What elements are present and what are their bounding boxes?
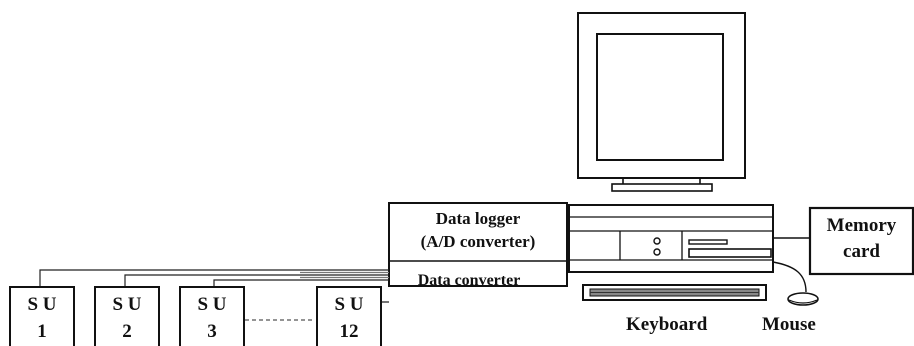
data-logger-label: Data logger (A/D converter)	[389, 207, 567, 253]
sensor-unit-2-label: S U 2	[95, 291, 159, 345]
sensor-unit-1-label: S U 1	[10, 291, 74, 345]
sensor-unit-3-label: S U 3	[180, 291, 244, 345]
monitor	[578, 13, 745, 191]
memory-card-label: Memory card	[810, 213, 913, 265]
sensor-unit-12-label: S U 12	[317, 291, 381, 345]
mouse-label: Mouse	[762, 314, 816, 336]
computer-base-unit	[569, 205, 773, 272]
keyboard-label: Keyboard	[626, 314, 707, 336]
data-converter-label: Data converter	[389, 272, 549, 290]
keyboard-icon	[583, 285, 766, 300]
